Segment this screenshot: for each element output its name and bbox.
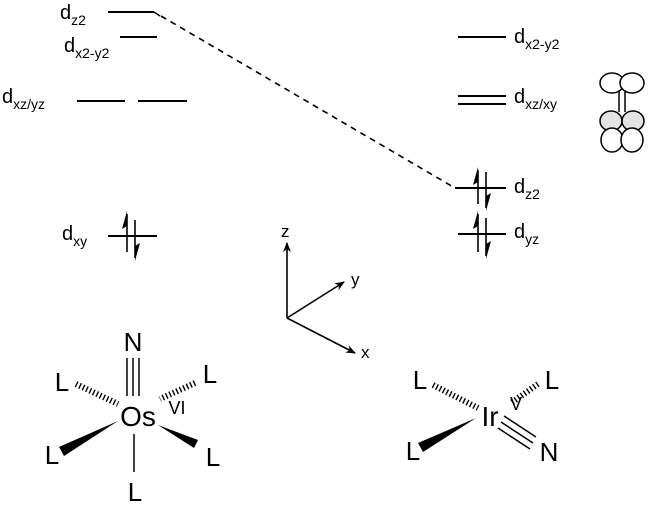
ir-oxidation-label: V xyxy=(510,394,522,414)
axis-x-label: x xyxy=(361,343,370,362)
hashed-bond-right xyxy=(509,381,540,406)
os-ligand-top-left: L xyxy=(55,367,69,397)
ir-ligand-bottom-left: L xyxy=(406,436,420,466)
axis-y-label: y xyxy=(351,270,360,289)
spin-up-arrowhead xyxy=(473,211,478,229)
os-nitrogen-label: N xyxy=(124,327,143,357)
wedge-bond-right xyxy=(158,425,198,448)
triple-bond-line-2 xyxy=(500,421,534,444)
label-right-dxzxy: dxz/xy xyxy=(514,86,557,112)
ir-complex-structure: Ir V N L L L xyxy=(406,365,559,467)
d-orbital-lobe-icon xyxy=(599,72,645,153)
triple-bond-line-1 xyxy=(503,415,537,438)
label-left-dxzyz: dxz/yz xyxy=(2,86,45,112)
left-levels: dz2 dx2-y2 dxz/yz dxy xyxy=(2,2,187,261)
spin-down-arrowhead xyxy=(135,243,140,261)
wedge-bond-left xyxy=(418,418,476,452)
hashed-bond-left xyxy=(74,381,120,407)
correlation-dashed-line xyxy=(160,15,456,189)
spin-down-arrowhead xyxy=(486,241,491,259)
hashed-bond-left xyxy=(431,382,480,411)
spin-up-arrowhead xyxy=(122,211,127,229)
label-left-dxy: dxy xyxy=(62,223,87,249)
label-right-dx2y2: dx2-y2 xyxy=(514,26,560,52)
os-oxidation-label: VI xyxy=(168,398,185,418)
os-metal-label: Os xyxy=(120,401,156,432)
ir-metal-label: Ir xyxy=(481,401,498,432)
ir-ligand-top-left: L xyxy=(413,365,427,395)
hashed-bond-right xyxy=(158,380,197,402)
ir-nitrogen-label: N xyxy=(540,437,559,467)
lobe-bottom-right xyxy=(620,127,644,153)
axis-x-arrow xyxy=(286,317,356,354)
lobe-bottom-left xyxy=(600,127,624,153)
coordinate-axes: z y x xyxy=(281,222,370,362)
os-ligand-bottom-left: L xyxy=(45,440,59,470)
os-ligand-bottom-right: L xyxy=(206,442,220,472)
label-right-dz2: dz2 xyxy=(514,176,540,202)
electron-pair-left-dxy xyxy=(122,211,140,261)
level-tick-left-dz2 xyxy=(153,11,161,17)
triple-bond-line-3 xyxy=(497,427,531,450)
os-complex-structure: N Os VI L L L L L xyxy=(45,327,220,506)
label-left-dx2y2: dx2-y2 xyxy=(64,35,110,61)
os-ligand-top-right: L xyxy=(203,359,217,389)
label-left-dz2: dz2 xyxy=(60,2,86,28)
right-levels: dx2-y2 dxz/xy dz2 dyz xyxy=(455,26,560,259)
spin-up-arrowhead xyxy=(473,167,478,185)
wedge-bond-left xyxy=(59,421,118,456)
axis-y-arrow xyxy=(286,281,345,319)
electron-pair-right-dyz xyxy=(473,211,491,259)
electron-pair-right-dz2 xyxy=(473,167,491,211)
axis-z-label: z xyxy=(281,222,290,241)
label-right-dyz: dyz xyxy=(514,221,539,247)
ir-ligand-top-right: L xyxy=(545,365,559,395)
os-ligand-bottom: L xyxy=(128,477,142,506)
lobe-top-right xyxy=(619,72,645,94)
spin-down-arrowhead xyxy=(486,193,491,211)
